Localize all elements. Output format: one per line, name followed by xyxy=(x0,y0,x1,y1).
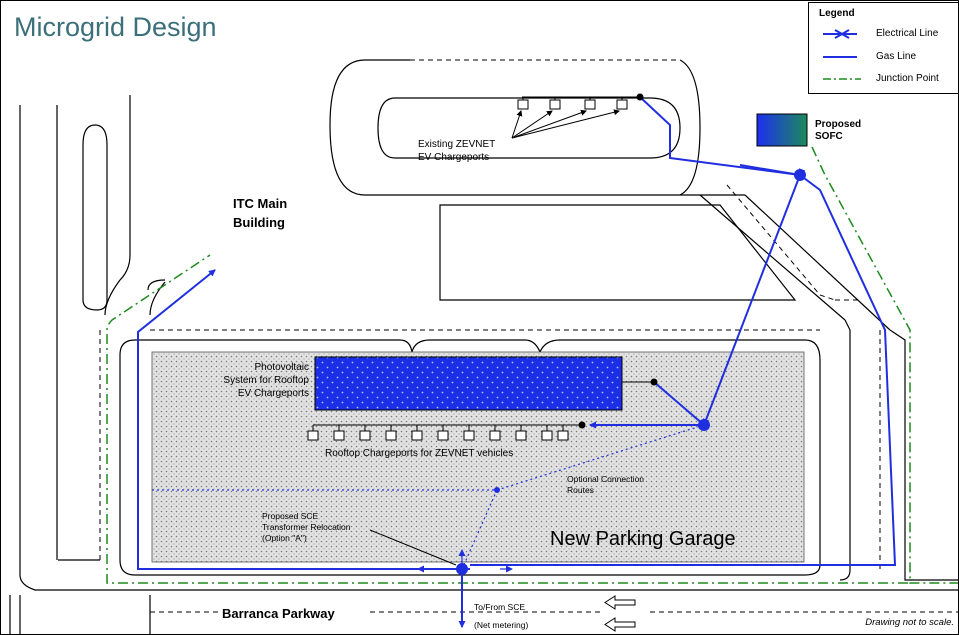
existing-chargeports xyxy=(517,96,640,110)
line-hub-to-garage-hub xyxy=(702,168,806,426)
island-left xyxy=(82,124,108,311)
rooftop-chargeports xyxy=(307,424,580,441)
legend-item-electrical: Electrical Line xyxy=(876,28,939,39)
pv-label-line3: EV Chargeports xyxy=(237,388,309,399)
zevnet-callouts xyxy=(511,109,620,139)
optional-routes-label-line2: Routes xyxy=(567,485,594,495)
legend-box: Legend Electrical Line Gas Line Junction… xyxy=(808,2,959,94)
junction-dots xyxy=(456,169,806,575)
sofc-label: Proposed SOFC xyxy=(815,119,862,142)
itc-label-line2: Building xyxy=(233,215,285,230)
sce-label-line1: Proposed SCE xyxy=(262,511,319,521)
zevnet-label-line1: Existing ZEVNET xyxy=(418,139,496,150)
optional-routes-label-line1: Optional Connection xyxy=(567,474,645,484)
legend-item-junction: Junction Point xyxy=(876,73,939,84)
line-zevnet-to-hub xyxy=(639,96,801,176)
electrical-lines xyxy=(137,96,897,628)
line-east-loop xyxy=(470,174,897,566)
line-west-loop xyxy=(137,269,462,570)
gas-junction-route xyxy=(106,146,958,584)
page-title: Microgrid Design xyxy=(14,12,217,42)
sce-label-line3: (Option "A") xyxy=(262,533,307,543)
sce-label-line2: Transformer Relocation xyxy=(262,522,351,532)
pv-label-line2: System for Rooftop xyxy=(223,375,309,386)
sofc-unit xyxy=(756,113,808,147)
legend-heading: Legend xyxy=(819,8,855,19)
itc-label-line1: ITC Main xyxy=(233,196,288,211)
zevnet-label-line2: EV Chargeports xyxy=(418,152,490,163)
legend-symbols xyxy=(823,29,861,80)
loop-inner xyxy=(377,97,681,159)
line-pv-to-hub xyxy=(653,381,705,426)
curb-access xyxy=(104,95,131,316)
sce-connection-label-line2: (Net metering) xyxy=(474,620,529,630)
legend-item-gas: Gas Line xyxy=(876,51,917,62)
electrical-line-symbol xyxy=(823,29,857,39)
traffic-arrows xyxy=(604,595,636,632)
central-block xyxy=(439,204,797,301)
pv-panel xyxy=(314,356,623,411)
garage-label: New Parking Garage xyxy=(550,528,736,550)
sce-connection-label-line1: To/From SCE xyxy=(474,602,526,612)
scale-note: Drawing not to scale. xyxy=(865,617,954,628)
curb-left-outer xyxy=(19,105,958,591)
loop-outer xyxy=(329,59,745,196)
road-label: Barranca Parkway xyxy=(222,606,335,621)
rooftop-chargeports-label: Rooftop Chargeports for ZEVNET vehicles xyxy=(325,448,514,459)
pv-label-line1: Photovoltaic xyxy=(254,362,309,373)
